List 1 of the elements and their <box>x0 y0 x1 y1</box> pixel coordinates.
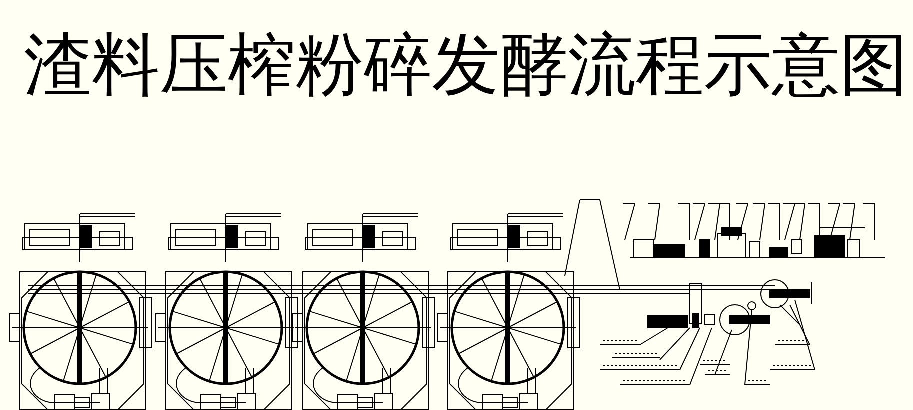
diagram-title: 渣料压榨粉碎发酵流程示意图 <box>24 26 908 106</box>
